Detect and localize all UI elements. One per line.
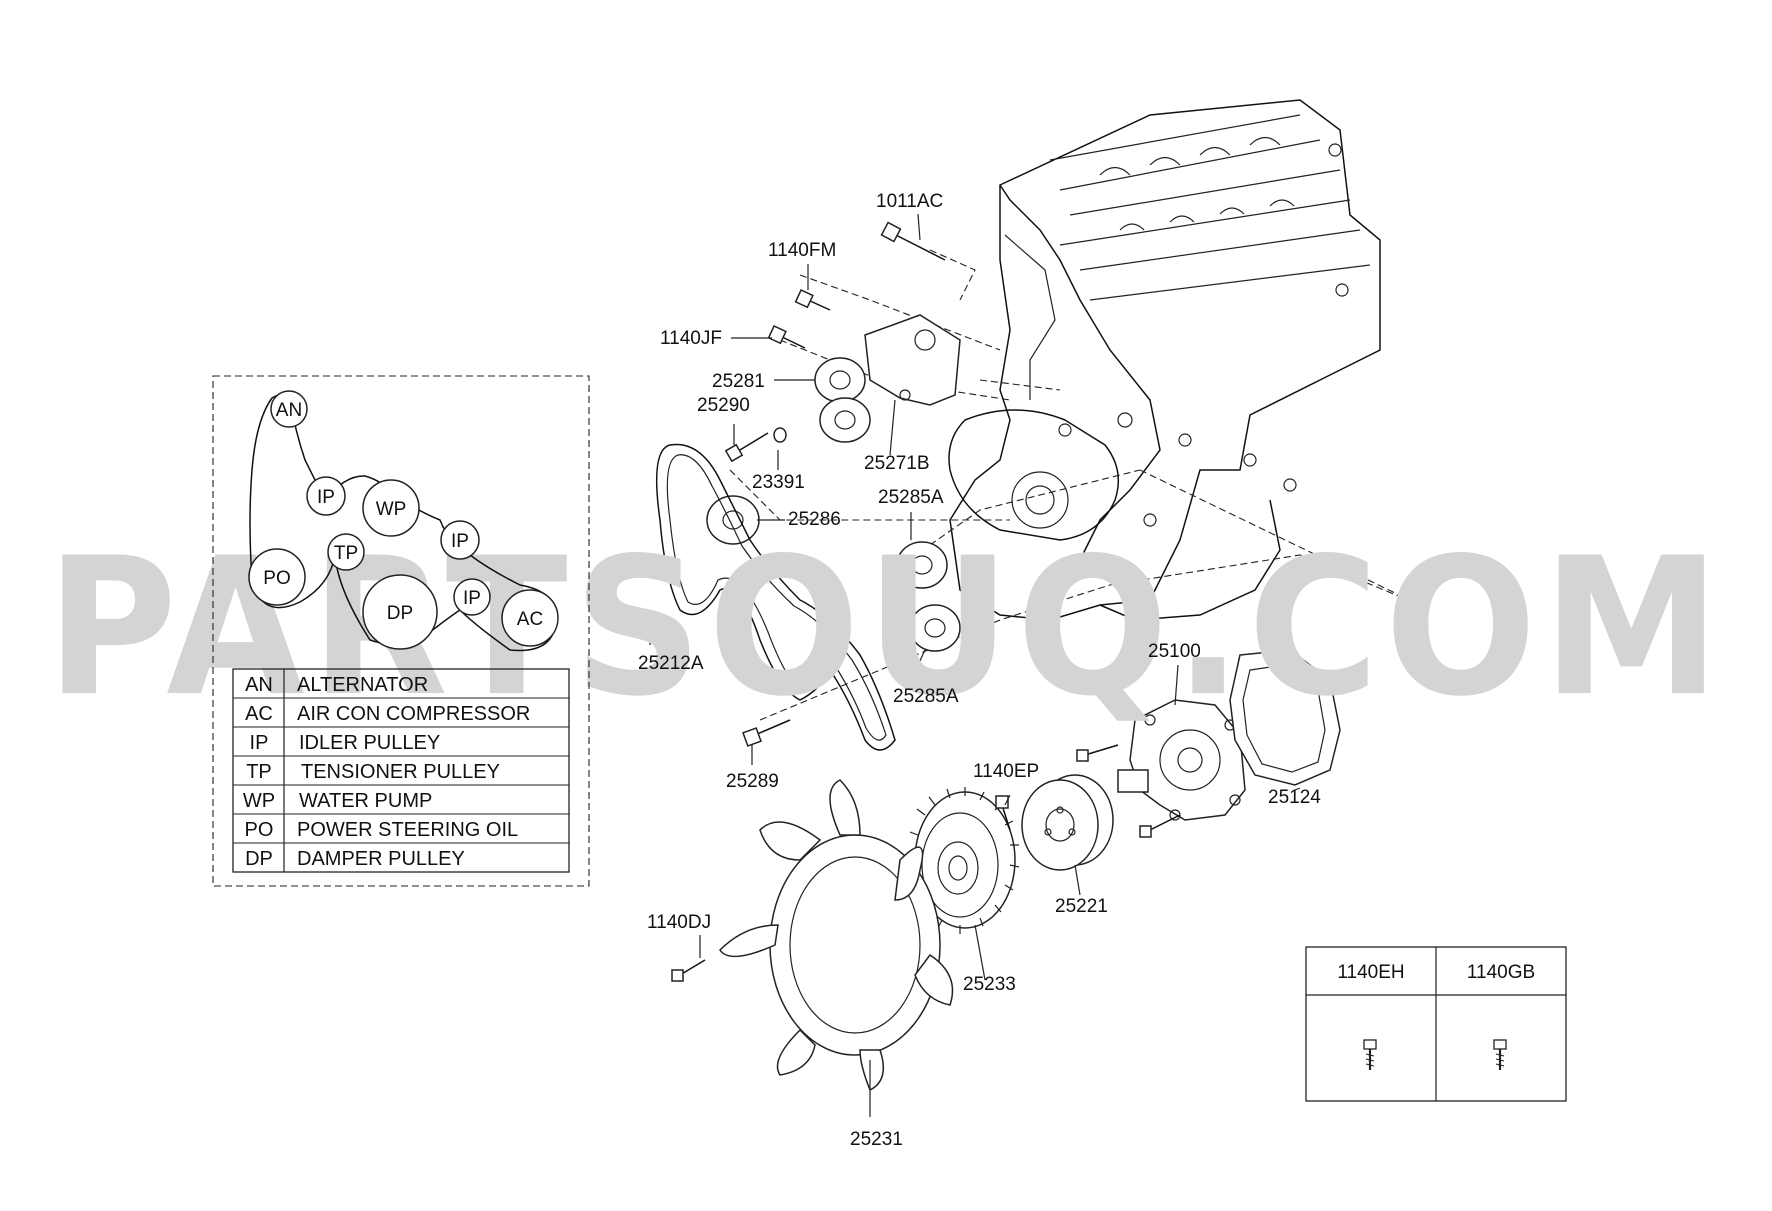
legend-code-ac: AC <box>245 703 273 725</box>
legend-name-power-steering: POWER STEERING OIL <box>297 819 518 841</box>
assembly-guide-lines <box>729 249 1421 721</box>
belt-routing-inset: AN IP WP IP TP PO DP IP AC <box>212 375 590 887</box>
routing-label-ip-upper: IP <box>317 487 335 508</box>
legend-name-tensioner: TENSIONER PULLEY <box>301 761 500 783</box>
callout-25285a-lower: 25285A <box>893 686 959 707</box>
legend-name-idler: IDLER PULLEY <box>299 732 440 754</box>
legend-table: AN ALTERNATOR AC AIR CON COMPRESSOR IP I… <box>232 668 570 873</box>
engine-block-drawing <box>948 99 1381 621</box>
routing-node-po <box>248 548 306 606</box>
callout-25233: 25233 <box>963 974 1016 995</box>
routing-label-po: PO <box>263 568 290 589</box>
legend-name-water-pump: WATER PUMP <box>299 790 432 812</box>
legend-code-tp: TP <box>246 761 272 783</box>
water-pump-pulley-drawing <box>1021 774 1114 871</box>
routing-label-ip-lower: IP <box>463 588 481 609</box>
routing-node-ac <box>501 589 559 647</box>
bolt-icon <box>1363 1039 1377 1070</box>
callout-23391: 23391 <box>752 472 805 493</box>
callout-25124: 25124 <box>1268 787 1321 808</box>
callout-25212a: 25212A <box>638 653 704 674</box>
callout-1011ac: 1011AC <box>876 191 943 212</box>
callout-1140jf: 1140JF <box>660 328 722 349</box>
routing-node-ip-upper <box>306 476 346 516</box>
bolt-icon <box>1493 1039 1507 1070</box>
watermark-text: PARTSOUQ.COM <box>46 517 1726 738</box>
legend-code-po: PO <box>245 819 274 841</box>
routing-node-wp <box>362 479 420 537</box>
cooling-fan-drawing <box>671 779 954 1092</box>
legend-name-alternator: ALTERNATOR <box>297 674 428 696</box>
routing-label-an: AN <box>276 400 302 421</box>
callout-25100: 25100 <box>1148 641 1201 662</box>
routing-node-ip-right <box>440 520 480 560</box>
callout-25221: 25221 <box>1055 896 1108 917</box>
legend-name-air-con: AIR CON COMPRESSOR <box>297 703 530 725</box>
routing-node-an <box>270 390 308 428</box>
callout-25231: 25231 <box>850 1129 903 1150</box>
callout-labels: 1011AC 1140FM 1140JF 25281 25290 23391 2… <box>638 191 1321 1150</box>
bolt-reference-table: 1140EH 1140GB <box>1305 946 1567 1102</box>
bolt-25289-drawing <box>742 719 791 747</box>
legend-code-dp: DP <box>245 848 273 870</box>
callout-25285a-upper: 25285A <box>878 487 944 508</box>
callout-leader-lines <box>649 213 1301 1117</box>
legend-code-wp: WP <box>243 790 275 812</box>
callout-1140fm: 1140FM <box>768 240 836 261</box>
routing-label-ip-right: IP <box>451 531 469 552</box>
legend-code-ip: IP <box>250 732 269 754</box>
legend-name-damper: DAMPER PULLEY <box>297 848 465 870</box>
callout-25281: 25281 <box>712 371 765 392</box>
routing-label-ac: AC <box>517 609 543 630</box>
callout-25286: 25286 <box>788 509 841 530</box>
routing-node-tp <box>327 533 365 571</box>
routing-label-dp: DP <box>387 603 413 624</box>
routing-label-tp: TP <box>334 543 358 564</box>
routing-label-wp: WP <box>376 499 407 520</box>
legend-code-an: AN <box>245 674 273 696</box>
callout-25271b: 25271B <box>864 453 930 474</box>
callout-1140dj: 1140DJ <box>647 912 711 933</box>
gasket-drawing <box>1229 649 1341 786</box>
water-pump-drawing <box>1076 699 1246 838</box>
callout-25290: 25290 <box>697 395 750 416</box>
routing-node-dp <box>362 574 438 650</box>
callout-1140ep: 1140EP <box>973 761 1039 782</box>
callout-25289: 25289 <box>726 771 779 792</box>
ref-col-1140gb: 1140GB <box>1467 962 1535 983</box>
inset-frame <box>212 375 590 887</box>
tensioner-assembly-drawing <box>706 221 961 652</box>
drive-belt-drawing <box>655 443 896 751</box>
ref-col-1140eh: 1140EH <box>1337 962 1404 983</box>
routing-node-ip-lower <box>453 578 491 616</box>
